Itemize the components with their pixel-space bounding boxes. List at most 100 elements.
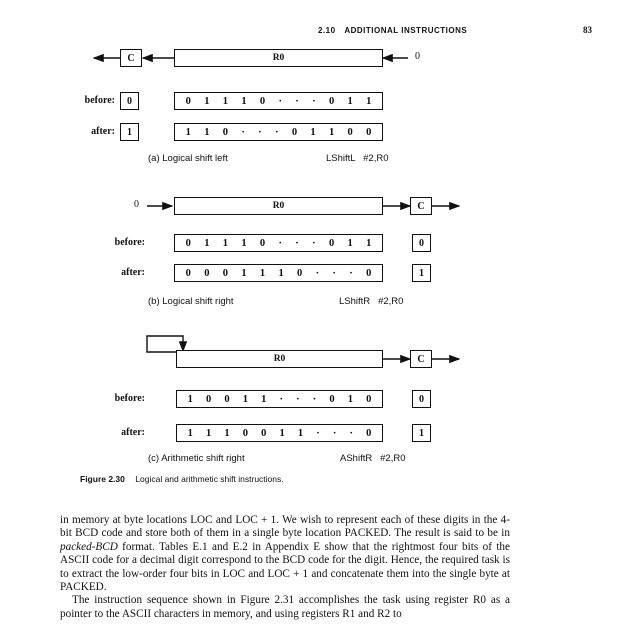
diagram-c-instruction: AShiftR #2,R0	[340, 453, 406, 464]
bit-cell: 1	[187, 427, 193, 439]
diagram-a-before-label: before:	[84, 95, 115, 106]
diagram-b-caption: (b) Logical shift right	[148, 296, 234, 307]
bit-cell: 0	[185, 237, 191, 249]
bit-cell: 1	[241, 95, 247, 107]
arrow-c-sign-loop	[146, 335, 188, 353]
bit-cell: 0	[347, 126, 353, 138]
bit-cell: 1	[185, 126, 191, 138]
page-number: 83	[583, 25, 592, 35]
diagram-a-instruction: LShiftL #2,R0	[326, 153, 389, 164]
body-paragraph-2: The instruction sequence shown in Figure…	[60, 594, 510, 620]
bit-cell: 0	[222, 267, 229, 279]
bit-cell: ·	[332, 427, 337, 439]
body-text: in memory at byte locations LOC and LOC …	[60, 514, 510, 621]
bit-cell: 1	[259, 267, 266, 279]
bit-cell: ·	[312, 393, 317, 405]
bit-cell: ·	[278, 95, 282, 107]
bit-cell: 1	[278, 267, 284, 279]
bit-cell: 0	[259, 237, 266, 249]
bit-cell: ·	[296, 393, 300, 405]
bit-cell: 1	[310, 126, 316, 138]
diagram-b-before-label: before:	[114, 237, 145, 248]
bit-cell: ·	[275, 126, 279, 138]
bit-cell: 0	[366, 427, 372, 439]
diagram-b-carry-flag: C	[410, 197, 432, 215]
diagram-c-caption: (c) Arithmetic shift right	[148, 453, 245, 464]
bit-cell: ·	[258, 126, 262, 138]
bit-cell: ·	[316, 427, 320, 439]
diagram-c-after-label: after:	[121, 427, 145, 438]
bit-cell: 0	[185, 95, 191, 107]
bit-cell: 0	[185, 267, 191, 279]
bit-cell: 0	[366, 393, 372, 405]
bit-cell: ·	[332, 267, 336, 279]
bit-cell: ·	[312, 95, 316, 107]
bit-cell: 0	[328, 237, 335, 249]
bit-cell: 0	[366, 126, 372, 138]
diagram-a-after-flag: 1	[120, 123, 139, 141]
bit-cell: 1	[204, 126, 210, 138]
bit-cell: 1	[222, 95, 229, 107]
diagram-a-after-label: after:	[91, 126, 115, 137]
bit-cell: 0	[242, 427, 248, 439]
bit-cell: 0	[259, 95, 266, 107]
bit-cell: 1	[222, 237, 229, 249]
bit-cell: 0	[261, 427, 267, 439]
bit-cell: 1	[224, 427, 230, 439]
diagram-a-carry-flag: C	[120, 49, 142, 67]
diagram-a-before-flag: 0	[120, 92, 139, 110]
bit-cell: 0	[224, 393, 230, 405]
bit-cell: 0	[205, 393, 212, 405]
bit-cell: 1	[279, 427, 285, 439]
body-paragraph-1: in memory at byte locations LOC and LOC …	[60, 514, 510, 594]
bit-cell: ·	[295, 237, 299, 249]
body-paragraph-1-a: in memory at byte locations LOC and LOC …	[60, 514, 510, 540]
diagram-c-before-flag: 0	[412, 390, 431, 408]
bit-cell: 1	[261, 393, 267, 405]
bit-cell: 1	[366, 237, 372, 249]
bit-cell: 0	[204, 267, 210, 279]
body-paragraph-1-b: format. Tables E.1 and E.2 in Appendix E…	[60, 540, 510, 594]
diagram-b-after-flag: 1	[412, 264, 431, 282]
bit-cell: ·	[279, 393, 283, 405]
diagram-a-caption: (a) Logical shift left	[148, 153, 228, 164]
bit-cell: ·	[312, 237, 316, 249]
bit-cell: 1	[242, 393, 248, 405]
section-header: 2.10 ADDITIONAL INSTRUCTIONS	[318, 26, 467, 35]
diagram-c-after-flag: 1	[412, 424, 431, 442]
bit-cell: 1	[366, 95, 372, 107]
diagram-c-carry-flag: C	[410, 350, 432, 368]
bit-cell: ·	[241, 126, 245, 138]
diagram-b-before-flag: 0	[412, 234, 431, 252]
bit-cell: 1	[328, 126, 335, 138]
bit-cell: ·	[349, 267, 353, 279]
bit-cell: ·	[315, 267, 320, 279]
diagram-a-input-value: 0	[415, 51, 420, 62]
figure-number: Figure 2.30	[80, 474, 125, 484]
bit-cell: 1	[187, 393, 193, 405]
diagram-b-register: R0	[174, 197, 383, 215]
figure-caption: Figure 2.30 Logical and arithmetic shift…	[80, 474, 284, 484]
bit-cell: 1	[204, 237, 210, 249]
diagram-b-after-label: after:	[121, 267, 145, 278]
bit-cell: 0	[329, 393, 335, 405]
diagram-b-input-value: 0	[134, 199, 139, 210]
bit-cell: 0	[297, 267, 303, 279]
bit-cell: 1	[347, 393, 353, 405]
diagram-c-register: R0	[176, 350, 383, 368]
bit-cell: 1	[241, 267, 247, 279]
bit-cell: 1	[347, 95, 353, 107]
bit-cell: ·	[295, 95, 299, 107]
bit-cell: 1	[204, 95, 210, 107]
bit-cell: 1	[205, 427, 212, 439]
section-title: ADDITIONAL INSTRUCTIONS	[344, 26, 468, 35]
bit-cell: 0	[328, 95, 335, 107]
diagram-c-before-label: before:	[114, 393, 145, 404]
bit-cell: 1	[297, 427, 304, 439]
